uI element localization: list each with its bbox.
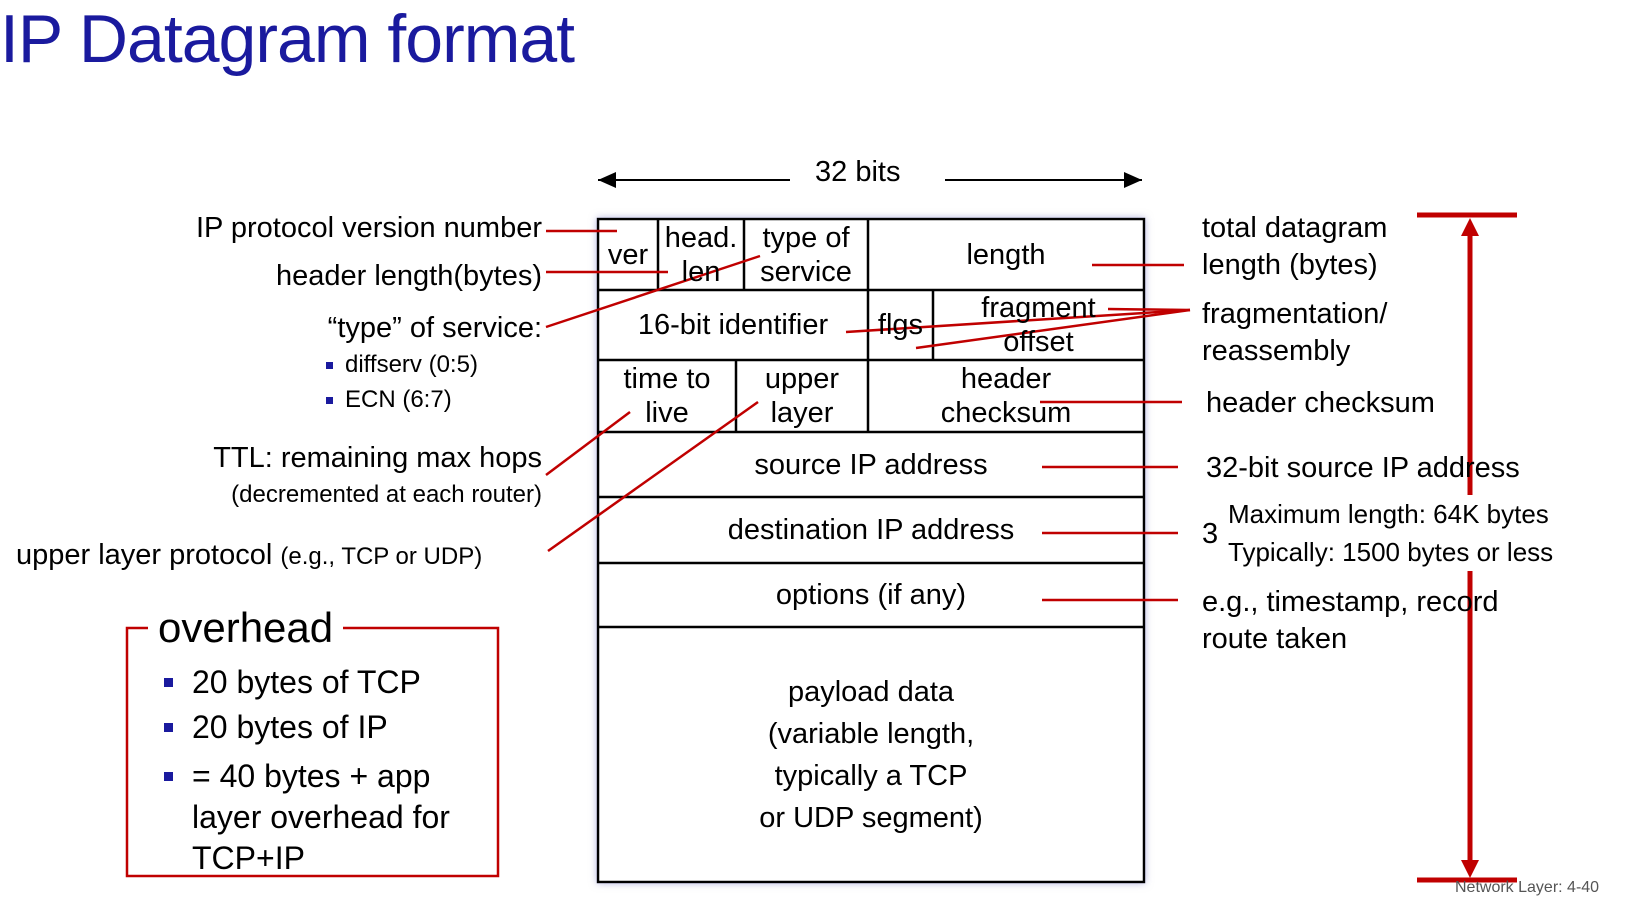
label-ttl: TTL: remaining max hops (213, 442, 542, 474)
label-destination-ip-partial: 3 (1202, 518, 1219, 550)
field-tos-line2: service (760, 255, 852, 288)
max-length-note: Maximum length: 64K bytes Typically: 150… (1222, 495, 1560, 571)
field-options: options (if any) (775, 579, 967, 611)
field-fragment-offset: fragment offset (933, 290, 1144, 360)
page-title: IP Datagram format (0, 1, 575, 77)
field-header-checksum: header checksum (868, 360, 1144, 432)
overhead-item: 20 bytes of TCP (164, 662, 421, 702)
overhead-item: 20 bytes of IP (164, 707, 388, 747)
max-length-line: Maximum length: 64K bytes (1228, 499, 1549, 529)
field-upper-layer: upper layer (736, 360, 868, 432)
bullet-icon (164, 723, 173, 732)
payload-line: payload data (787, 675, 955, 708)
field-payload: payload data (variable length, typically… (598, 627, 1144, 882)
field-tos-line1: type of (762, 221, 850, 254)
label-upper-layer: upper layer protocol (e.g., TCP or UDP) (16, 538, 482, 574)
payload-line: typically a TCP (774, 759, 968, 792)
label-fragmentation-1: fragmentation/ (1202, 298, 1388, 330)
field-head-len-line1: head. (664, 221, 738, 254)
field-identifier: 16-bit identifier (637, 309, 829, 341)
field-length: length (966, 238, 1046, 271)
overhead-item-cont: layer overhead for (192, 799, 450, 835)
typical-length-line: Typically: 1500 bytes or less (1228, 537, 1554, 567)
label-header-checksum: header checksum (1206, 387, 1435, 419)
overhead-item-cont: TCP+IP (192, 840, 305, 876)
field-head-len-line2: len (681, 255, 721, 288)
label-header-length: header length(bytes) (276, 260, 542, 292)
field-upper-line2: layer (770, 397, 834, 429)
overhead-item: = 40 bytes + app (164, 756, 430, 796)
label-total-length-1: total datagram (1202, 212, 1388, 244)
bullet-icon (326, 397, 333, 405)
label-total-length-2: length (bytes) (1202, 249, 1378, 281)
field-ttl-line2: live (645, 397, 689, 429)
width-label: 32 bits (815, 156, 901, 188)
payload-line: or UDP segment) (759, 801, 983, 834)
field-hchk-line1: header (960, 363, 1052, 395)
field-head-len: head. len (658, 219, 744, 290)
field-hchk-line2: checksum (940, 397, 1072, 429)
label-options-2: route taken (1202, 623, 1348, 655)
field-frag-line2: offset (1003, 326, 1074, 358)
bullet-icon (164, 678, 173, 687)
payload-line: (variable length, (767, 717, 975, 750)
label-ttl-note: (decremented at each router) (231, 481, 542, 508)
label-options-1: e.g., timestamp, record (1202, 586, 1499, 618)
field-upper-line1: upper (764, 363, 840, 395)
label-version: IP protocol version number (195, 212, 542, 244)
label-type-of-service: “type” of service: (327, 312, 542, 344)
bullet-icon (164, 772, 173, 781)
field-frag-line1: fragment (981, 292, 1096, 324)
bullet-icon (326, 362, 333, 370)
field-ttl: time to live (598, 360, 736, 432)
field-ver: ver (607, 238, 649, 271)
label-upper-note: (e.g., TCP or UDP) (280, 543, 483, 570)
label-upper-text: upper layer protocol (16, 539, 273, 571)
field-source-ip: source IP address (754, 448, 988, 481)
label-fragmentation-2: reassembly (1202, 335, 1351, 367)
tos-bullet-ecn: ECN (6:7) (326, 386, 452, 414)
tos-bullet-diffserv: diffserv (0:5) (326, 351, 478, 379)
field-type-of-service: type of service (744, 219, 868, 290)
label-source-ip: 32-bit source IP address (1206, 452, 1520, 484)
overhead-title: overhead (148, 604, 344, 652)
field-flags: flgs (877, 309, 924, 341)
field-destination-ip: destination IP address (727, 514, 1015, 546)
field-ttl-line1: time to (623, 363, 711, 395)
slide-footer: Network Layer: 4-40 (1455, 879, 1600, 896)
